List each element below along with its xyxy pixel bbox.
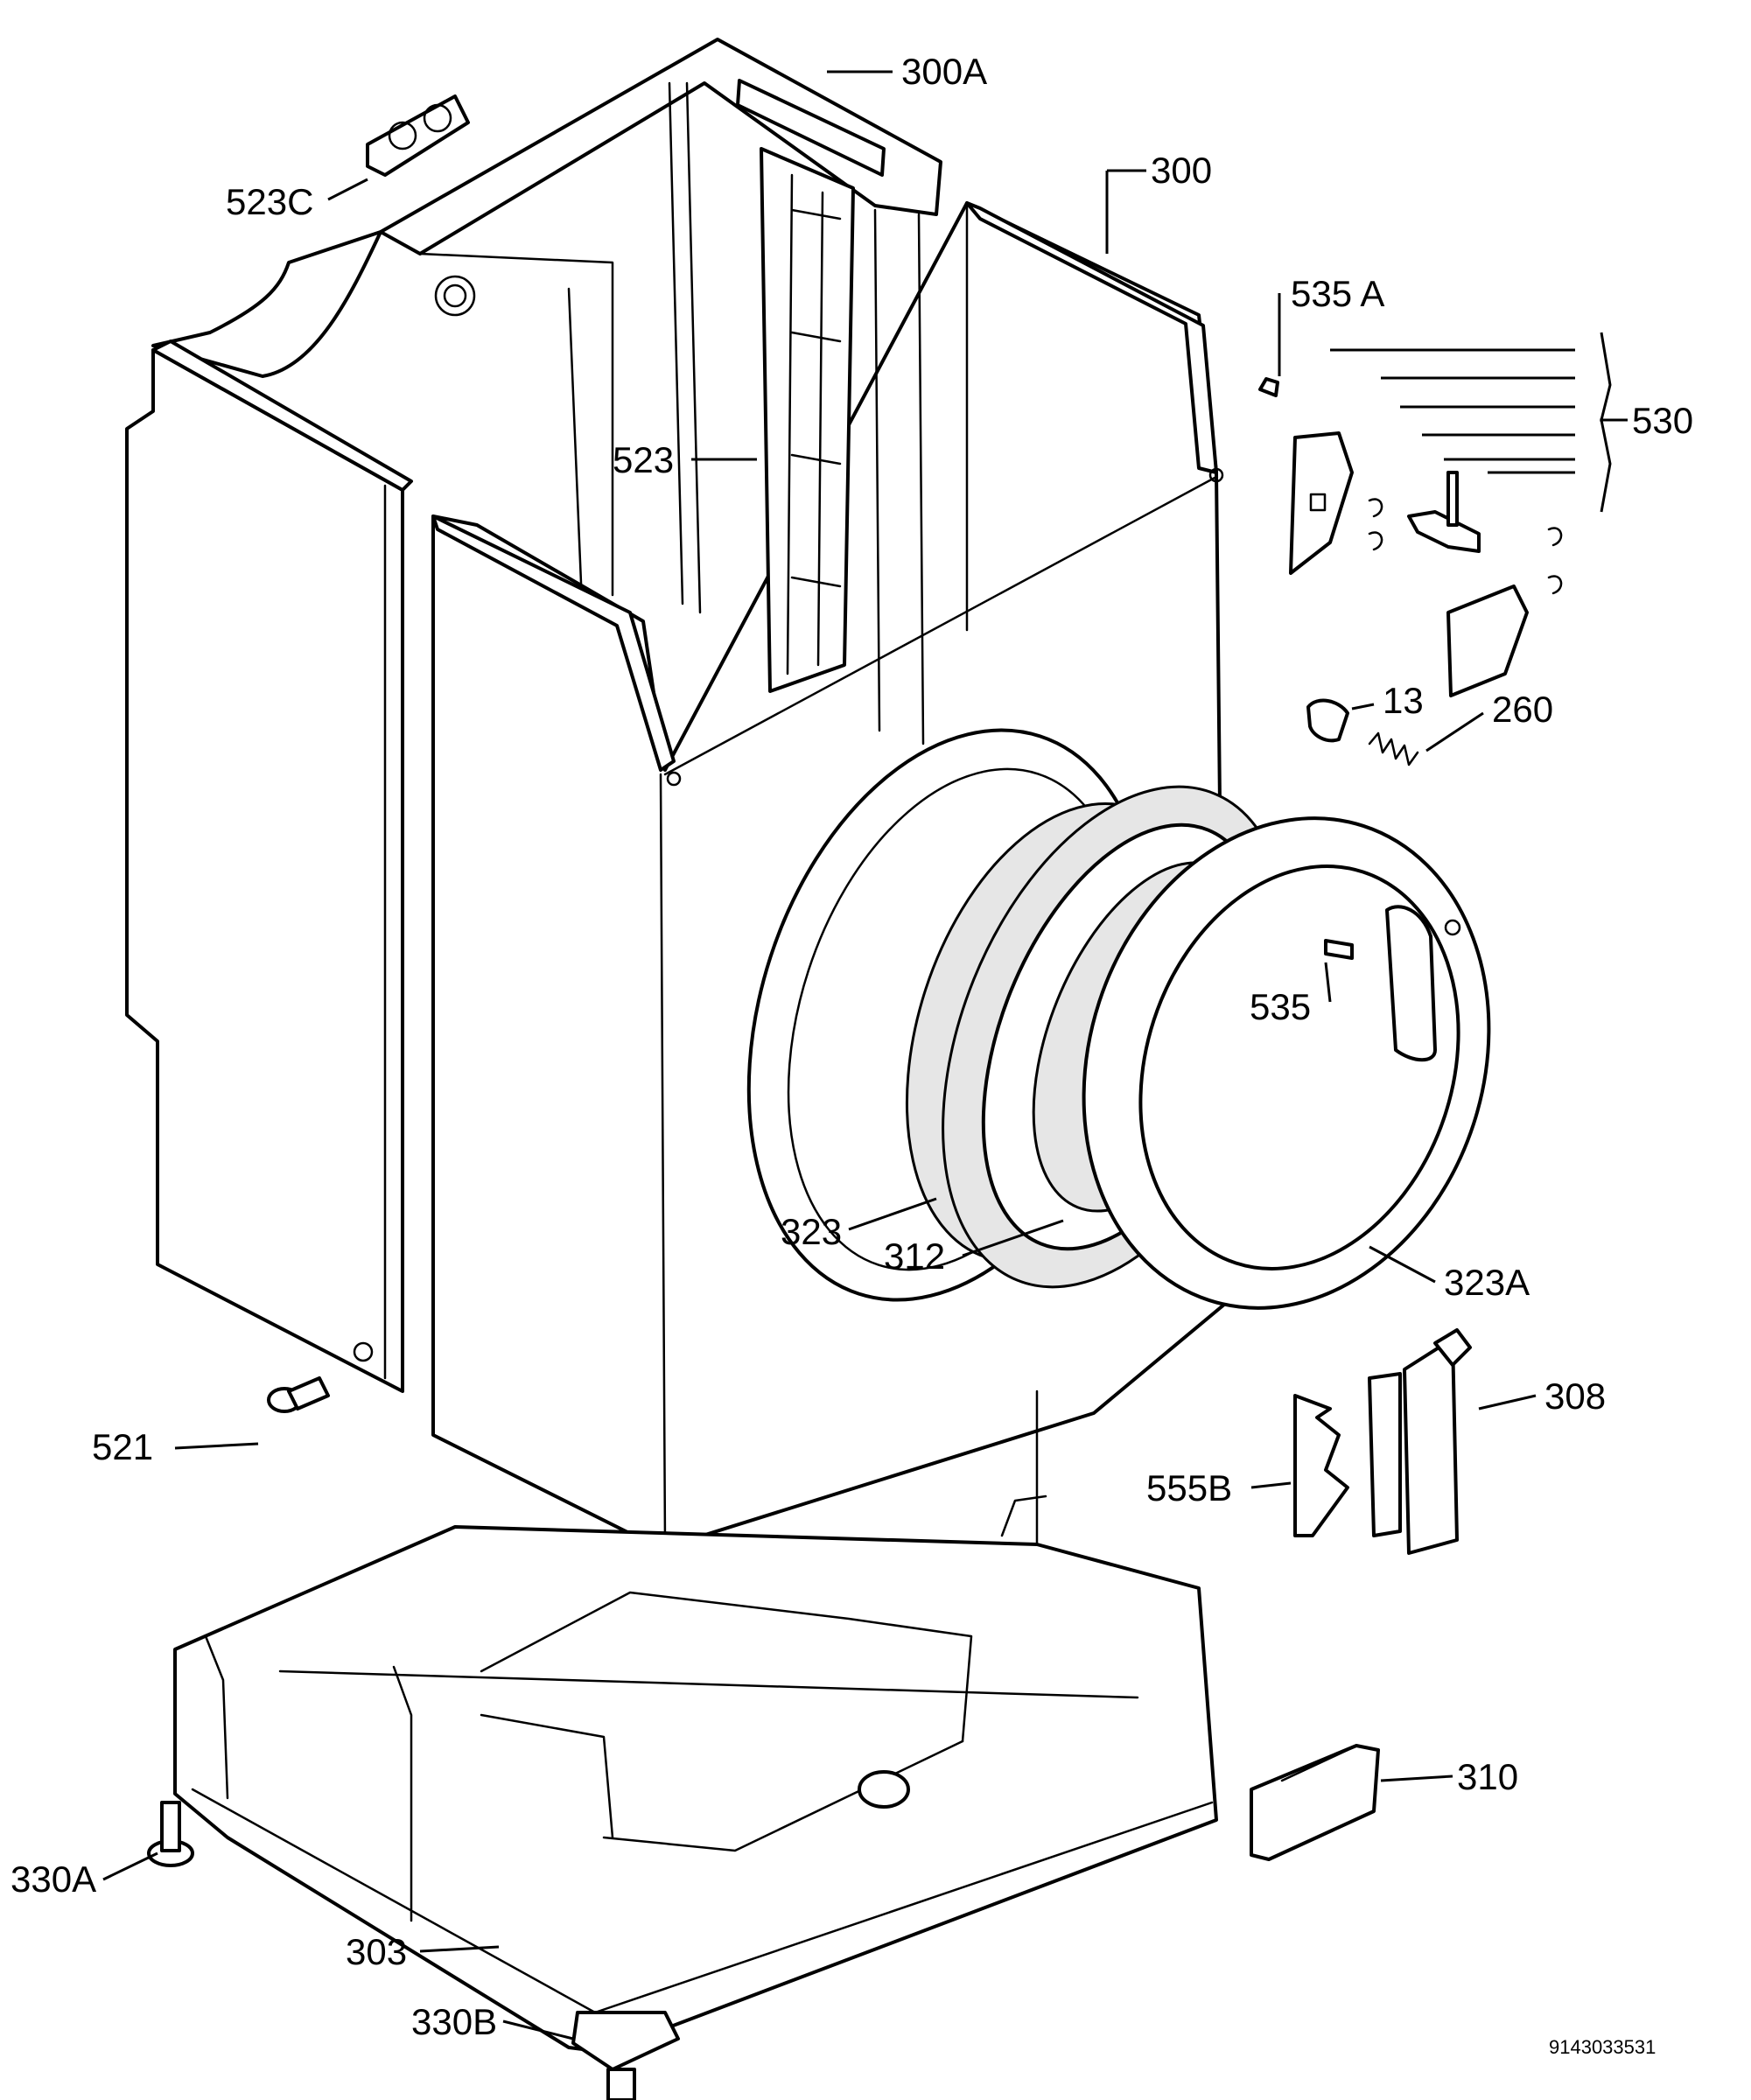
label-523: 523	[613, 439, 674, 480]
label-310: 310	[1457, 1756, 1518, 1797]
spring-260	[1368, 732, 1419, 766]
part-13	[1306, 698, 1349, 743]
clip-523C	[366, 94, 470, 177]
label-323: 323	[781, 1211, 842, 1252]
label-300: 300	[1151, 150, 1212, 191]
label-303: 303	[346, 1931, 407, 1972]
side-panel-left	[125, 340, 413, 1393]
door-323A	[1082, 816, 1491, 1310]
panel-310	[1250, 1744, 1380, 1861]
label-312: 312	[884, 1236, 945, 1277]
label-260: 260	[1492, 689, 1553, 730]
document-code: 9143033531	[1549, 2036, 1656, 2058]
foot-330B	[571, 2011, 680, 2100]
leader-lines	[102, 70, 1628, 2040]
label-308: 308	[1544, 1376, 1606, 1417]
label-521: 521	[92, 1426, 153, 1467]
label-530: 530	[1632, 400, 1693, 441]
base-frame-303	[173, 1390, 1218, 2054]
foot-330A	[147, 1801, 194, 1867]
screw-521	[267, 1376, 330, 1413]
label-523C: 523C	[226, 181, 313, 222]
label-535: 535	[1250, 986, 1311, 1027]
label-13: 13	[1383, 680, 1424, 721]
rail-523	[760, 147, 855, 693]
label-555B: 555B	[1146, 1467, 1232, 1508]
label-323A: 323A	[1444, 1262, 1530, 1303]
label-330A: 330A	[11, 1858, 96, 1900]
hinge-308	[1368, 1328, 1472, 1555]
label-300A: 300A	[901, 51, 987, 92]
hinge-kit-530	[1258, 377, 1563, 697]
plate-555B	[1293, 1394, 1349, 1537]
top-frame-300A	[151, 38, 942, 606]
inner-walls	[668, 81, 925, 746]
label-535A: 535 A	[1291, 273, 1384, 314]
label-330B: 330B	[411, 2001, 497, 2042]
